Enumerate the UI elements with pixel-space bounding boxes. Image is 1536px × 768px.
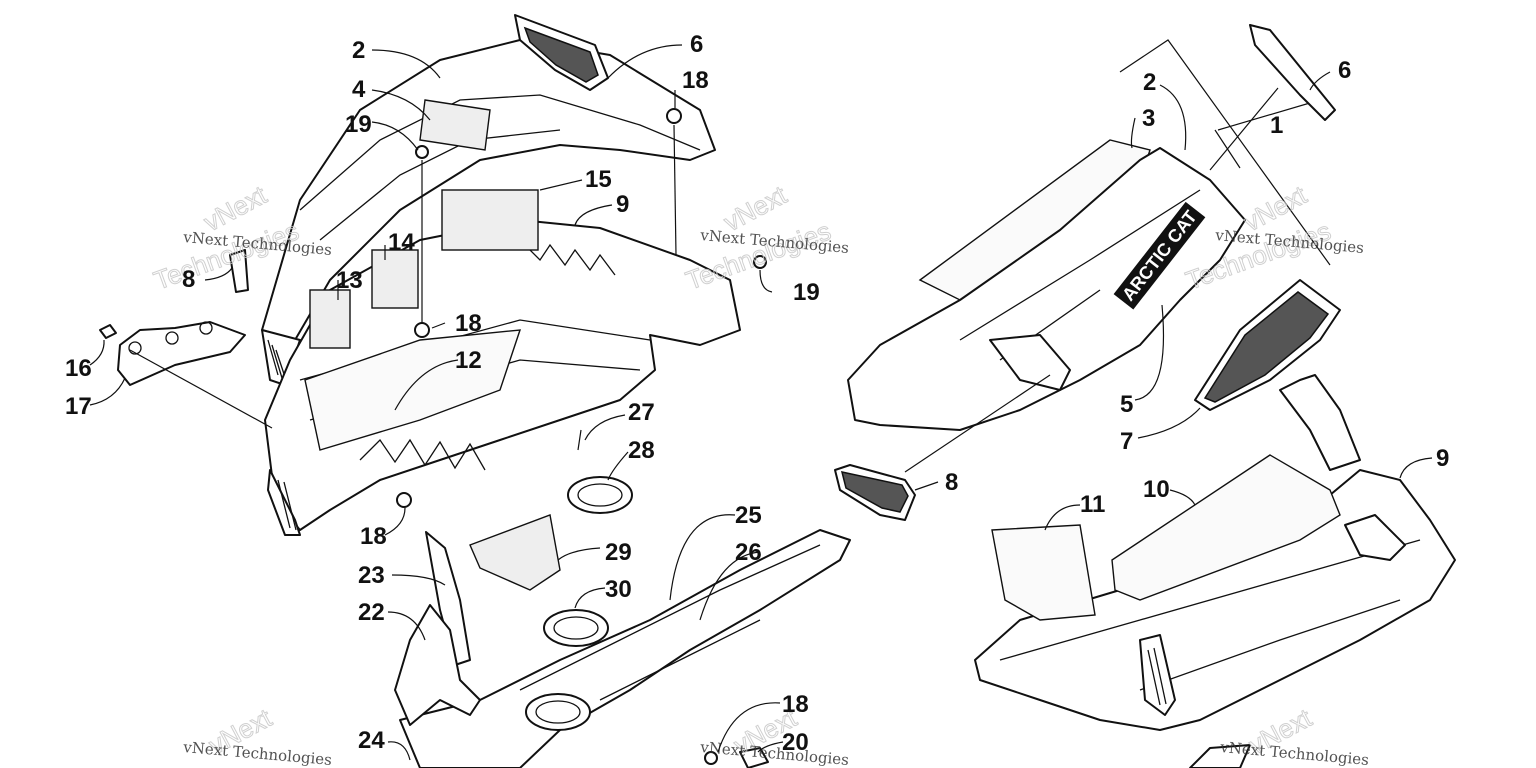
callout-18-bottom: 18 — [782, 691, 809, 718]
callout-9-right: 9 — [1436, 445, 1449, 472]
callout-13: 13 — [336, 267, 363, 294]
callout-3: 3 — [1142, 105, 1155, 132]
decal-14 — [371, 249, 419, 309]
callout-25: 25 — [735, 502, 762, 529]
callout-1: 1 — [1270, 112, 1283, 139]
callout-29: 29 — [605, 539, 632, 566]
callout-7: 7 — [1120, 428, 1133, 455]
callout-5: 5 — [1120, 391, 1133, 418]
side-panel-23 — [425, 531, 471, 666]
callout-18-low: 18 — [360, 523, 387, 550]
decal-13 — [309, 289, 351, 349]
right-hood-assembly: ARCTIC CAT — [834, 24, 1456, 768]
callout-19-left: 19 — [345, 111, 372, 138]
callout-24: 24 — [358, 727, 385, 754]
upper-hood — [847, 147, 1246, 431]
gasket-30 — [543, 609, 609, 647]
callout-4: 4 — [352, 76, 366, 103]
callout-2-left: 2 — [352, 37, 365, 64]
callout-12: 12 — [455, 347, 482, 374]
callout-20: 20 — [782, 729, 809, 756]
belly-pan-assembly — [394, 429, 851, 768]
callout-numbers: 2 4 19 6 18 15 9 14 13 8 19 18 12 16 17 … — [65, 31, 1449, 756]
callout-22: 22 — [358, 599, 385, 626]
decal-10 — [1111, 454, 1341, 601]
decal-15 — [441, 189, 539, 251]
decal-4 — [419, 99, 491, 151]
decal-11 — [991, 524, 1096, 621]
callout-6-left: 6 — [690, 31, 703, 58]
bumper-17 — [117, 321, 246, 386]
callout-6-right: 6 — [1338, 57, 1351, 84]
callout-18-top: 18 — [682, 67, 709, 94]
callout-27: 27 — [628, 399, 655, 426]
watermark-text-4: vNext Technologies — [182, 738, 333, 768]
callout-14: 14 — [388, 229, 415, 256]
callout-28: 28 — [628, 437, 655, 464]
callout-18-mid: 18 — [455, 310, 482, 337]
left-hood-assembly — [99, 14, 767, 536]
upper-shroud — [261, 39, 716, 341]
decal-29 — [469, 514, 561, 591]
callout-2-right: 2 — [1143, 69, 1156, 96]
callout-9-left: 9 — [616, 191, 629, 218]
callout-30: 30 — [605, 576, 632, 603]
callout-8-right: 8 — [945, 469, 958, 496]
callout-10: 10 — [1143, 476, 1170, 503]
belly-pan — [399, 529, 851, 768]
windshield-opening — [304, 329, 522, 451]
callout-11: 11 — [1080, 491, 1105, 518]
callout-15: 15 — [585, 166, 612, 193]
gasket-28 — [567, 476, 633, 514]
side-panel-22 — [394, 604, 481, 726]
leader-lines — [89, 44, 1433, 761]
callout-8-left: 8 — [182, 266, 195, 293]
decal-6-right — [1249, 24, 1336, 121]
callout-19-right: 19 — [793, 279, 820, 306]
side-piece-8 — [229, 249, 249, 293]
callout-23: 23 — [358, 562, 385, 589]
callout-17: 17 — [65, 393, 92, 420]
callout-16: 16 — [65, 355, 92, 382]
callout-26: 26 — [735, 539, 762, 566]
